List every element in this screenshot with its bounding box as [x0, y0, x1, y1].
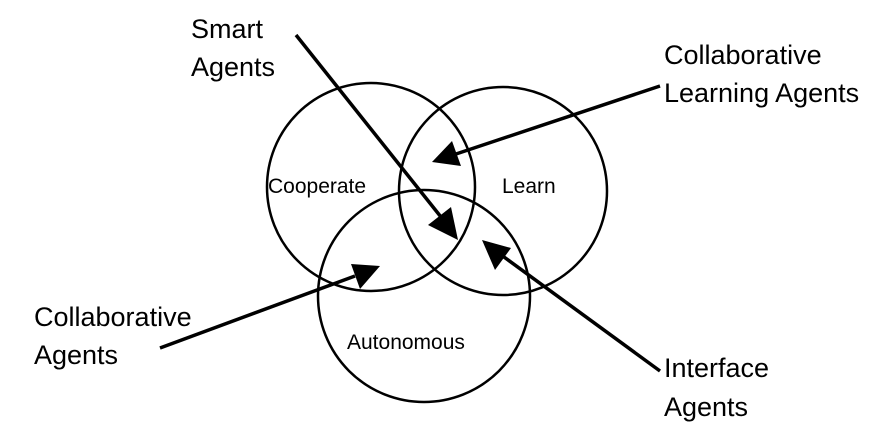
- interface-agents-arrow: [482, 240, 662, 373]
- interface-agents-line-2: Agents: [664, 392, 748, 422]
- smart-agents-line-2: Agents: [191, 52, 275, 82]
- collaborative-learning-agents-line-1: Collaborative: [664, 40, 822, 70]
- autonomous-circle: [316, 188, 532, 404]
- smart-agents-label: Smart Agents: [191, 14, 275, 82]
- collaborative-agents-line-2: Agents: [34, 340, 118, 370]
- collaborative-learning-agents-label: Collaborative Learning Agents: [664, 40, 859, 108]
- autonomous-label: Autonomous: [347, 331, 465, 354]
- learn-label: Learn: [502, 175, 556, 198]
- collaborative-agents-arrow: [159, 264, 380, 350]
- smart-agents-arrow: [294, 33, 458, 240]
- cooperate-circle: [265, 81, 477, 293]
- interface-agents-line-1: Interface: [664, 353, 769, 383]
- collaborative-learning-agents-line-2: Learning Agents: [664, 78, 859, 108]
- smart-agents-line-1: Smart: [191, 14, 264, 44]
- collaborative-learning-agents-arrow: [432, 84, 661, 166]
- learn-circle: [397, 85, 609, 297]
- cooperate-label: Cooperate: [268, 175, 366, 198]
- collaborative-agents-label: Collaborative Agents: [34, 302, 199, 370]
- collaborative-agents-line-1: Collaborative: [34, 302, 192, 332]
- interface-agents-label: Interface Agents: [664, 353, 777, 422]
